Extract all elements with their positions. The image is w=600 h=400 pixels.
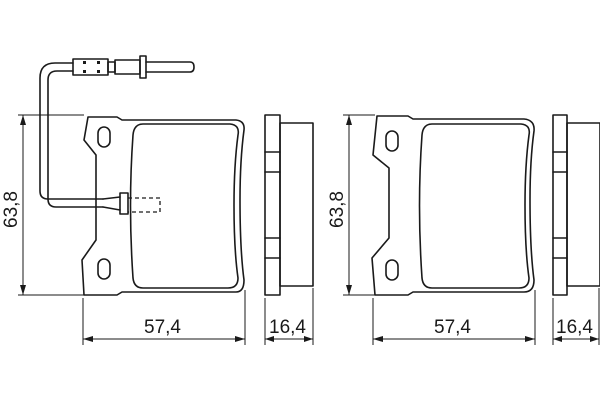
side-backing-plate [552,114,568,296]
wear-sensor [39,55,195,215]
sensor-wire-outer [39,62,104,200]
dimension-width-right: 57,4 [372,290,536,345]
backing-plate-outline [371,115,535,296]
backing-plate-outline [81,116,245,296]
mounting-hole-bottom [385,259,399,281]
svg-text:16,4: 16,4 [556,317,593,338]
connector-body [114,59,141,75]
dimension-height-left: 63,8 [1,114,84,296]
dimension-thickness-left: 16,4 [264,288,314,345]
sensor-wire-inner [47,70,104,208]
svg-text:63,8: 63,8 [1,191,22,228]
side-backing-plate [264,114,281,296]
dimension-thickness-right: 16,4 [552,288,600,345]
connector-neck [107,61,116,73]
svg-text:63,8: 63,8 [327,191,348,228]
svg-text:57,4: 57,4 [434,317,471,338]
pad-left-front-view [81,116,245,296]
pad-right-front-view [371,115,535,296]
friction-lining [418,123,531,289]
svg-text:57,4: 57,4 [144,317,181,338]
pad-left-side-view [264,114,314,296]
dimension-height-right: 63,8 [327,114,375,296]
mounting-hole-bottom [97,258,111,280]
pad-right-side-view [552,114,600,296]
mounting-hole-top [97,126,111,148]
sensor-hidden-outline [128,197,161,213]
side-friction-lining [566,122,600,287]
connector-collar [139,55,147,79]
mounting-hole-top [385,130,399,152]
dimension-width-left: 57,4 [82,290,246,345]
connector-pin [145,61,195,73]
sensor-connector [72,58,109,76]
sensor-head [119,192,129,215]
friction-lining [129,123,240,289]
svg-text:16,4: 16,4 [269,317,306,338]
side-friction-lining [279,122,314,287]
